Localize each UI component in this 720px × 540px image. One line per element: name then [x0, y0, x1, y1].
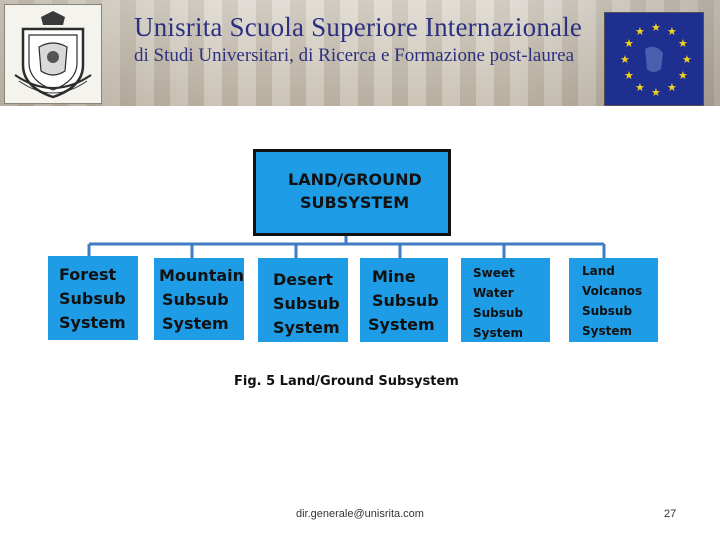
mountain-line-3: System [162, 314, 229, 333]
svg-text:★: ★ [635, 81, 645, 94]
mine-line-2: Subsub [372, 291, 439, 310]
land-volcanos-line-4: System [582, 324, 632, 338]
svg-text:★: ★ [620, 53, 630, 66]
forest-line-2: Subsub [59, 289, 126, 308]
institution-subtitle: di Studi Universitari, di Ricerca e Form… [134, 45, 575, 66]
page-number: 27 [664, 508, 677, 520]
child-node-mountain: Mountain Subsub System [154, 258, 244, 340]
eu-stars-icon: ★ ★ ★ ★ ★ ★ ★ ★ ★ ★ ★ ★ [620, 21, 692, 99]
land-volcanos-line-1: Land [582, 264, 615, 278]
footer-email: dir.generale@unisrita.com [296, 508, 424, 520]
root-label-line-2: SUBSYSTEM [300, 193, 410, 212]
institution-title: Unisrita Scuola Superiore Internazionale [134, 12, 583, 42]
forest-line-3: System [59, 313, 126, 332]
crest-icon [14, 11, 92, 99]
desert-line-3: System [273, 318, 340, 337]
root-node-label: LAND/GROUND SUBSYSTEM [288, 168, 438, 214]
eu-flag-logo: ★ ★ ★ ★ ★ ★ ★ ★ ★ ★ ★ ★ [604, 12, 704, 106]
svg-text:★: ★ [667, 25, 677, 38]
svg-text:★: ★ [624, 37, 634, 50]
child-node-sweet-water: Sweet Water Subsub System [461, 258, 550, 342]
svg-text:★: ★ [651, 86, 661, 99]
svg-text:★: ★ [635, 25, 645, 38]
sweet-water-line-4: System [473, 326, 523, 340]
banner-background [0, 0, 720, 106]
header-banner: Unisrita Scuola Superiore Internazionale… [0, 0, 720, 106]
mine-line-1: Mine [372, 267, 416, 286]
land-volcanos-line-2: Volcanos [582, 284, 643, 298]
child-node-land-volcanos: Land Volcanos Subsub System [569, 258, 658, 342]
root-label-line-1: LAND/GROUND [288, 170, 422, 189]
svg-text:★: ★ [667, 81, 677, 94]
svg-text:★: ★ [678, 69, 688, 82]
land-volcanos-line-3: Subsub [582, 304, 633, 318]
mine-line-3: System [368, 315, 435, 334]
svg-text:★: ★ [651, 21, 661, 34]
sweet-water-line-1: Sweet [473, 266, 515, 280]
root-node-land-ground: LAND/GROUND SUBSYSTEM [253, 149, 451, 236]
sweet-water-line-2: Water [473, 286, 514, 300]
mountain-line-2: Subsub [162, 290, 229, 309]
mountain-line-1: Mountain [159, 266, 245, 285]
sweet-water-line-3: Subsub [473, 306, 524, 320]
figure-caption: Fig. 5 Land/Ground Subsystem [234, 374, 459, 389]
svg-text:★: ★ [682, 53, 692, 66]
forest-line-1: Forest [59, 265, 117, 284]
child-node-mine: Mine Subsub System [360, 258, 448, 342]
svg-text:★: ★ [624, 69, 634, 82]
desert-line-1: Desert [273, 270, 334, 289]
desert-line-2: Subsub [273, 294, 340, 313]
svg-text:★: ★ [678, 37, 688, 50]
university-crest-logo [4, 4, 102, 104]
child-node-desert: Desert Subsub System [258, 258, 348, 342]
child-node-forest: Forest Subsub System [48, 256, 138, 340]
